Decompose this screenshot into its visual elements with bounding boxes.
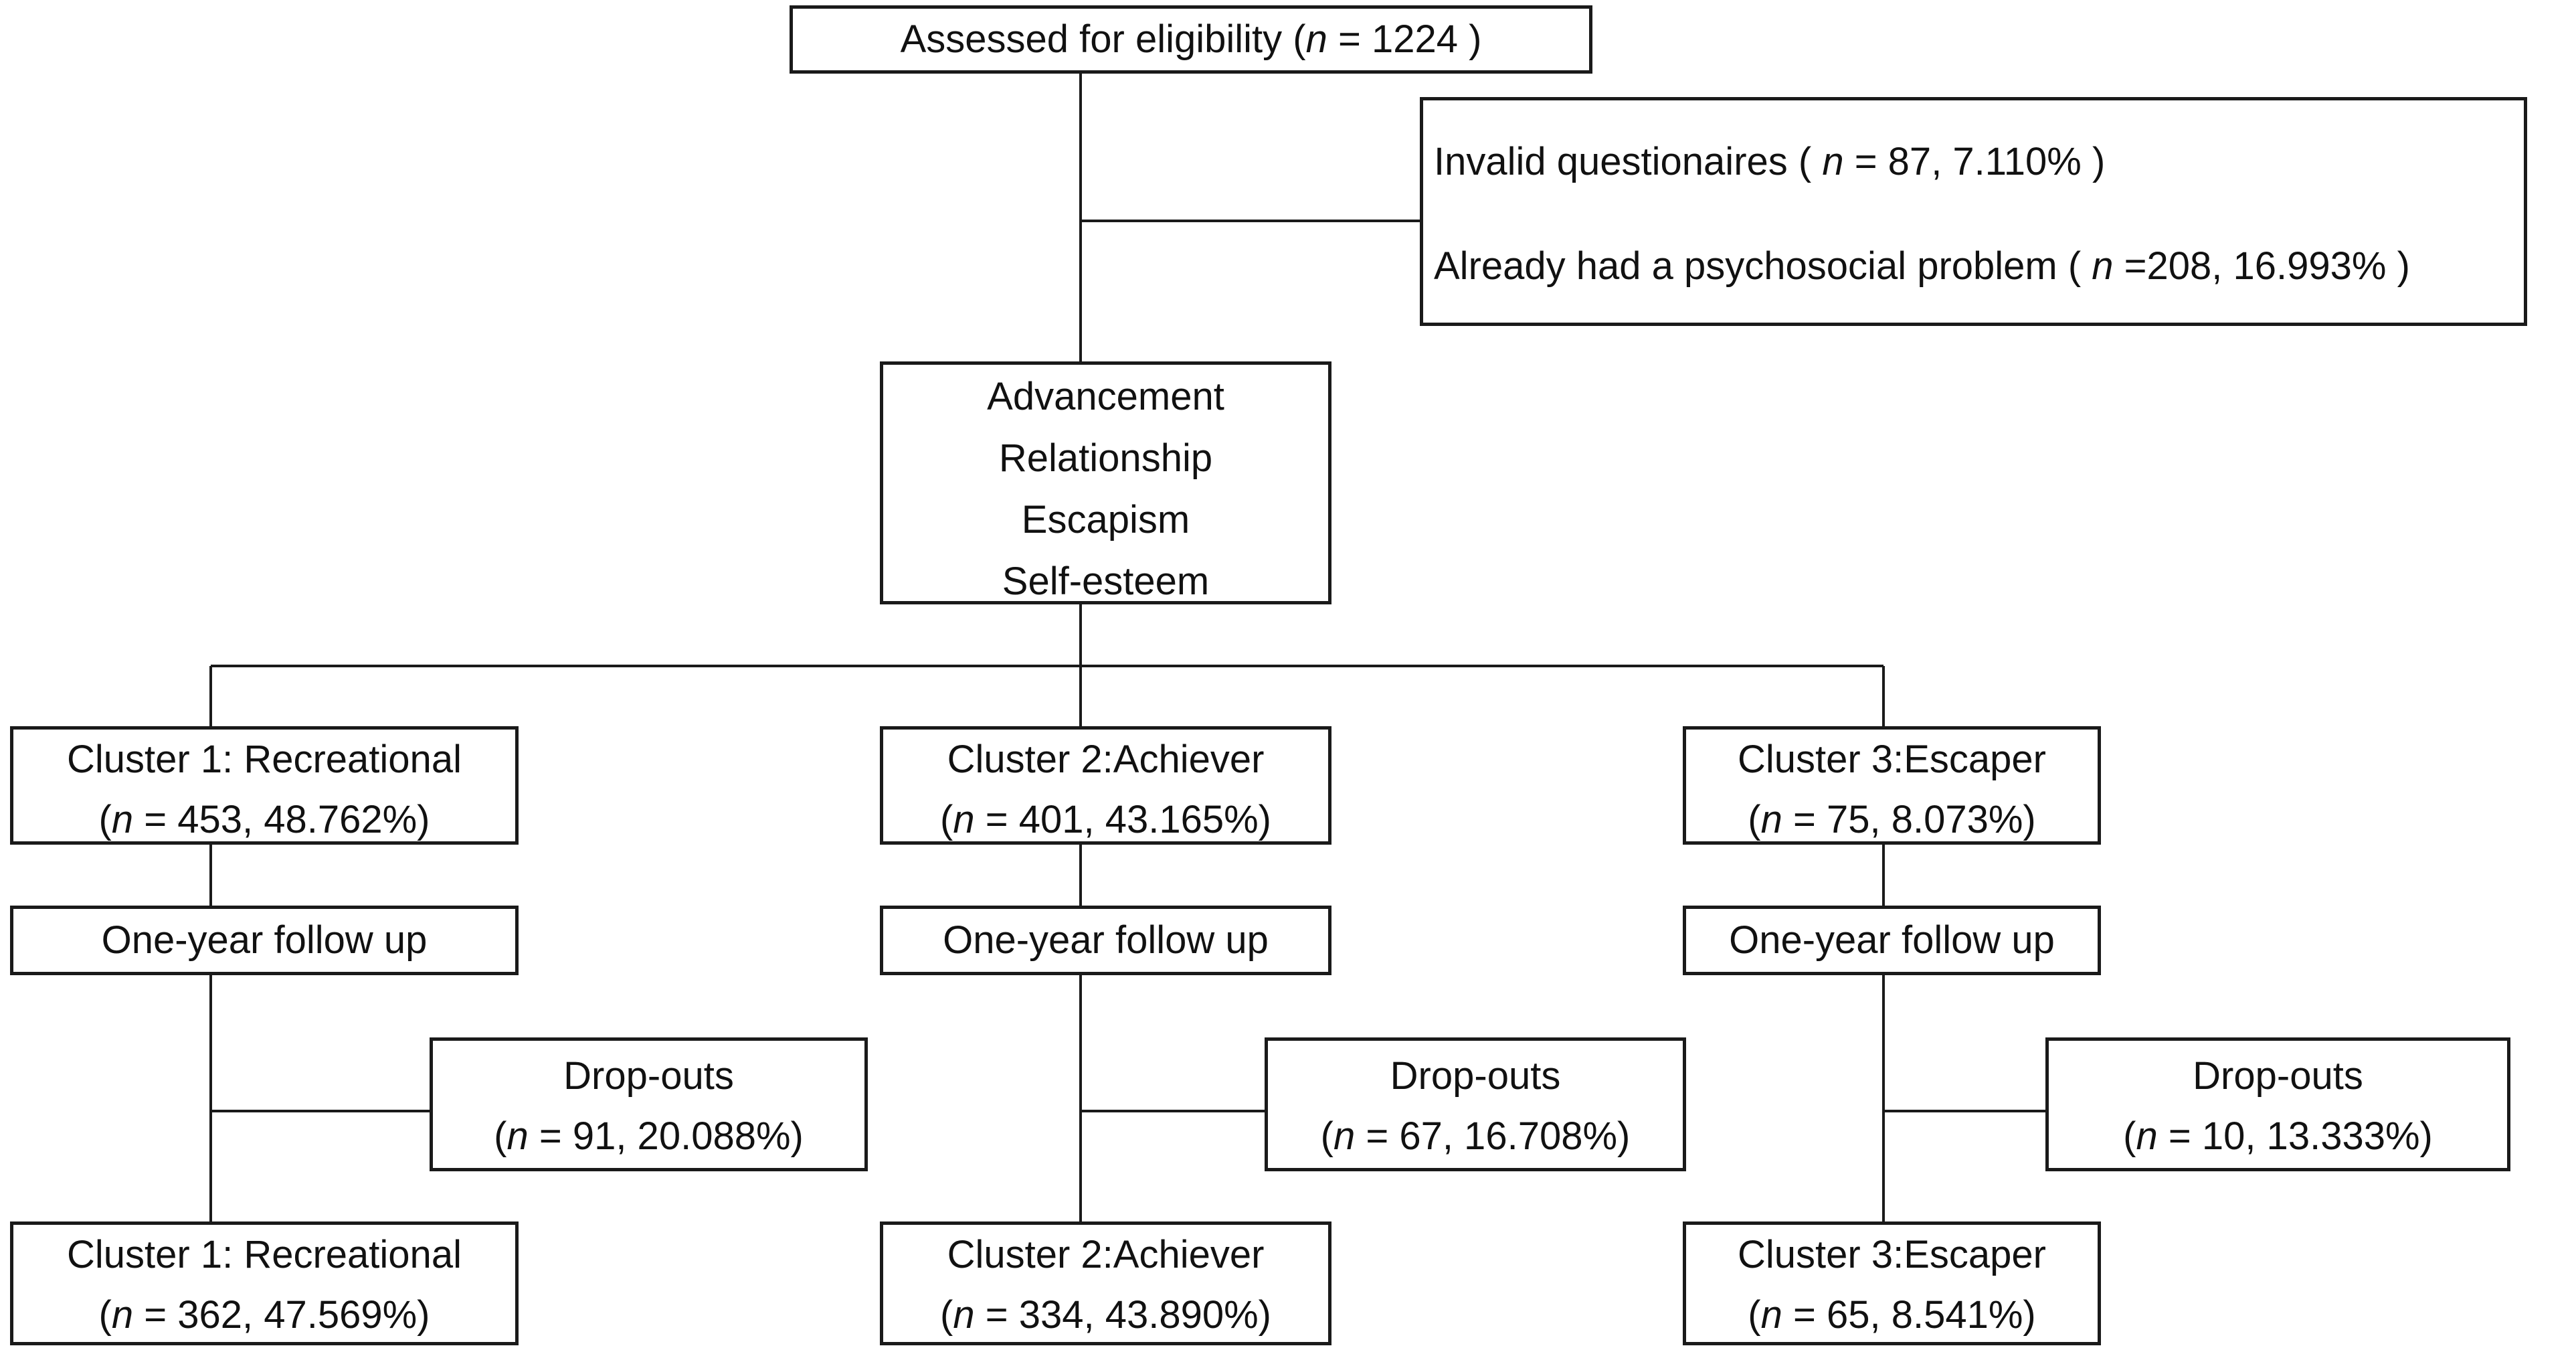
cluster3-baseline-n-symbol: n <box>1760 798 1782 841</box>
cluster2-final-n-symbol: n <box>953 1293 975 1337</box>
cluster1-dropouts-box: Drop-outs (n = 91, 20.088%) <box>430 1037 868 1171</box>
cluster2-dropouts-open: ( <box>1320 1114 1333 1158</box>
factor-escapism: Escapism <box>1021 498 1190 541</box>
cluster3-baseline-value: = 75, 8.073%) <box>1782 798 2036 841</box>
cluster2-baseline-box: Cluster 2:Achiever (n = 401, 43.165%) <box>880 726 1331 845</box>
cluster1-final-title: Cluster 1: Recreational <box>67 1233 462 1276</box>
exclusion-psychosocial-label: Already had a psychosocial problem ( <box>1434 244 2092 288</box>
exclusion-invalid-count: = 87, 7.110% ) <box>1843 140 2106 183</box>
assessed-box: Assessed for eligibility (n = 1224 ) <box>790 5 1592 74</box>
cluster2-baseline-value: = 401, 43.165%) <box>974 798 1271 841</box>
cluster2-baseline-open: ( <box>940 798 953 841</box>
cluster3-title: Cluster 3:Escaper <box>1738 738 2046 781</box>
cluster1-baseline-box: Cluster 1: Recreational (n = 453, 48.762… <box>10 726 519 845</box>
cluster2-baseline-count: (n = 401, 43.165%) <box>883 790 1328 850</box>
assessed-n-symbol: n <box>1305 17 1327 61</box>
cluster3-baseline-count: (n = 75, 8.073%) <box>1686 790 2098 850</box>
cluster1-baseline-value: = 453, 48.762%) <box>133 798 430 841</box>
cluster2-final-value: = 334, 43.890%) <box>974 1293 1271 1337</box>
cluster2-title: Cluster 2:Achiever <box>947 738 1265 781</box>
cluster3-final-value: = 65, 8.541%) <box>1782 1293 2036 1337</box>
exclusion-psychosocial-n-symbol: n <box>2092 244 2114 288</box>
exclusion-invalid-n-symbol: n <box>1822 140 1844 183</box>
cluster2-final-count: (n = 334, 43.890%) <box>883 1285 1328 1345</box>
cluster2-followup-box: One-year follow up <box>880 906 1331 975</box>
assessed-text: Assessed for eligibility (n = 1224 ) <box>901 9 1482 70</box>
cluster1-followup-label: One-year follow up <box>101 918 428 962</box>
cluster3-dropouts-title: Drop-outs <box>2193 1054 2363 1098</box>
cluster1-baseline-count: (n = 453, 48.762%) <box>13 790 515 850</box>
cluster1-final-open: ( <box>98 1293 112 1337</box>
exclusion-box: Invalid questionaires ( n = 87, 7.110% )… <box>1420 97 2527 326</box>
cluster1-baseline-n-symbol: n <box>111 798 134 841</box>
cluster3-dropouts-n-symbol: n <box>2136 1114 2158 1158</box>
cluster2-dropouts-n-symbol: n <box>1333 1114 1356 1158</box>
cluster3-final-count: (n = 65, 8.541%) <box>1686 1285 2098 1345</box>
exclusion-psychosocial-count: =208, 16.993% ) <box>2113 244 2410 288</box>
cluster2-dropouts-title: Drop-outs <box>1390 1054 1561 1098</box>
cluster2-baseline-n-symbol: n <box>953 798 975 841</box>
cluster1-dropouts-value: = 91, 20.088%) <box>528 1114 804 1158</box>
cluster3-baseline-open: ( <box>1748 798 1761 841</box>
cluster1-final-n-symbol: n <box>111 1293 134 1337</box>
cluster1-title: Cluster 1: Recreational <box>67 738 462 781</box>
factors-box: Advancement Relationship Escapism Self-e… <box>880 361 1331 604</box>
cluster2-final-title: Cluster 2:Achiever <box>947 1233 1265 1276</box>
cluster1-followup-box: One-year follow up <box>10 906 519 975</box>
cluster2-final-open: ( <box>940 1293 953 1337</box>
cluster3-final-title: Cluster 3:Escaper <box>1738 1233 2046 1276</box>
cluster2-dropouts-box: Drop-outs (n = 67, 16.708%) <box>1265 1037 1686 1171</box>
exclusion-invalid-label: Invalid questionaires ( <box>1434 140 1823 183</box>
cluster2-dropouts-count: (n = 67, 16.708%) <box>1268 1106 1683 1167</box>
cluster1-dropouts-n-symbol: n <box>507 1114 529 1158</box>
cluster3-baseline-box: Cluster 3:Escaper (n = 75, 8.073%) <box>1683 726 2101 845</box>
factor-self-esteem: Self-esteem <box>1002 560 1210 603</box>
cluster3-dropouts-box: Drop-outs (n = 10, 13.333%) <box>2045 1037 2510 1171</box>
cluster3-followup-label: One-year follow up <box>1729 918 2055 962</box>
cluster1-dropouts-title: Drop-outs <box>563 1054 734 1098</box>
factor-relationship: Relationship <box>998 436 1213 480</box>
cluster3-final-open: ( <box>1748 1293 1761 1337</box>
cluster1-baseline-open: ( <box>98 798 112 841</box>
cluster1-dropouts-count: (n = 91, 20.088%) <box>433 1106 864 1167</box>
cluster2-followup-label: One-year follow up <box>943 918 1269 962</box>
assessed-count: = 1224 ) <box>1327 17 1482 61</box>
cluster3-final-n-symbol: n <box>1760 1293 1782 1337</box>
cluster2-final-box: Cluster 2:Achiever (n = 334, 43.890%) <box>880 1221 1331 1345</box>
assessed-label: Assessed for eligibility ( <box>900 17 1306 61</box>
cluster1-final-box: Cluster 1: Recreational (n = 362, 47.569… <box>10 1221 519 1345</box>
cluster1-final-count: (n = 362, 47.569%) <box>13 1285 515 1345</box>
cluster1-final-value: = 362, 47.569%) <box>133 1293 430 1337</box>
cluster1-dropouts-open: ( <box>494 1114 507 1158</box>
factor-advancement: Advancement <box>987 375 1224 418</box>
cluster3-dropouts-value: = 10, 13.333%) <box>2157 1114 2433 1158</box>
cluster3-dropouts-open: ( <box>2123 1114 2136 1158</box>
cluster3-dropouts-count: (n = 10, 13.333%) <box>2049 1106 2507 1167</box>
cluster3-followup-box: One-year follow up <box>1683 906 2101 975</box>
cluster2-dropouts-value: = 67, 16.708%) <box>1355 1114 1631 1158</box>
cluster3-final-box: Cluster 3:Escaper (n = 65, 8.541%) <box>1683 1221 2101 1345</box>
exclusion-invalid: Invalid questionaires ( n = 87, 7.110% ) <box>1434 110 2524 214</box>
exclusion-psychosocial: Already had a psychosocial problem ( n =… <box>1434 214 2524 319</box>
